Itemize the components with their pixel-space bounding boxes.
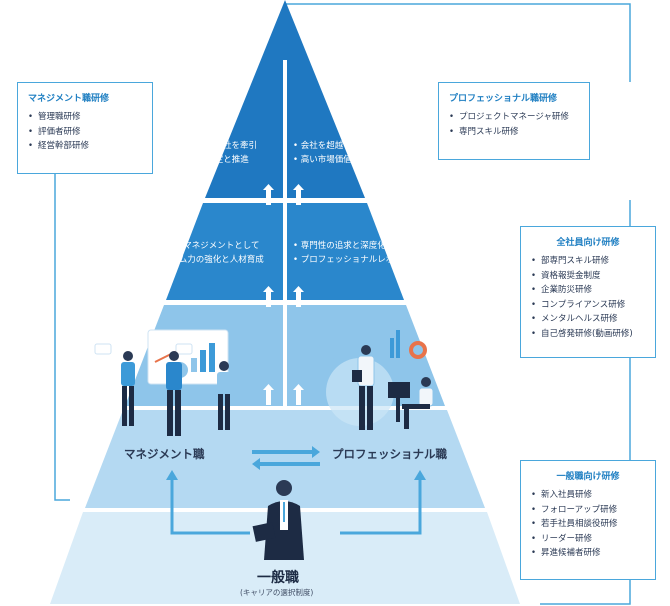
professional-illustration bbox=[319, 330, 434, 430]
professional-item-2: 専門スキル研修 bbox=[449, 125, 579, 140]
all-employee-item-2: 資格報奨金制度 bbox=[531, 269, 645, 284]
general-item-1: 新入社員研修 bbox=[531, 488, 645, 503]
management-item-1: 管理職研修 bbox=[28, 110, 142, 125]
upward-arrows bbox=[263, 184, 304, 405]
frame-lines bbox=[54, 3, 631, 605]
mid-left-text: ミドルマネジメントとして チーム力の強化と人材育成 bbox=[150, 239, 264, 267]
mid-right-line-1: 専門性の追求と深度化 bbox=[293, 239, 411, 253]
management-training-box: マネジメント職研修 管理職研修 評価者研修 経営幹部研修 bbox=[17, 82, 153, 174]
mid-left-line-2: チーム力の強化と人材育成 bbox=[162, 255, 264, 265]
all-employee-item-5: メンタルヘルス研修 bbox=[531, 312, 645, 327]
all-employee-box-title: 全社員向け研修 bbox=[556, 238, 620, 248]
management-item-2: 評価者研修 bbox=[28, 125, 142, 140]
top-right-text: 会社を超越し業界に影響 高い市場価値を発揮 bbox=[293, 139, 395, 167]
general-label: 一般職 bbox=[257, 570, 299, 586]
all-employee-item-6: 自己啓発研修(動画研修) bbox=[531, 327, 645, 342]
exchange-arrows bbox=[252, 446, 320, 470]
all-employee-item-4: コンプライアンス研修 bbox=[531, 298, 645, 313]
top-left-line-1: 経営層として会社を牽引 bbox=[156, 139, 257, 153]
all-employee-training-box: 全社員向け研修 部専門スキル研修 資格報奨金制度 企業防災研修 コンプライアンス… bbox=[520, 226, 656, 358]
general-item-2: フォローアップ研修 bbox=[531, 503, 645, 518]
pyramid-center-divider bbox=[283, 60, 287, 410]
management-item-3: 経営幹部研修 bbox=[28, 139, 142, 154]
career-path-lines bbox=[170, 478, 422, 535]
management-label: マネジメント職 bbox=[124, 447, 205, 461]
professional-box-title: プロフェッショナル職研修 bbox=[449, 94, 558, 104]
mid-left-line-1: ミドルマネジメントとして bbox=[150, 239, 264, 253]
top-right-line-1: 会社を超越し業界に影響 bbox=[293, 139, 395, 153]
top-right-line-2: 高い市場価値を発揮 bbox=[293, 153, 394, 167]
mid-right-text: 専門性の追求と深度化 プロフェッショナルレポート bbox=[293, 239, 412, 267]
management-illustration bbox=[94, 329, 231, 436]
all-employee-item-3: 企業防災研修 bbox=[531, 283, 645, 298]
general-item-4: リーダー研修 bbox=[531, 532, 645, 547]
general-item-3: 若手社員相談役研修 bbox=[531, 517, 645, 532]
general-box-title: 一般職向け研修 bbox=[556, 472, 620, 482]
all-employee-item-1: 部専門スキル研修 bbox=[531, 254, 645, 269]
mid-right-line-2: プロフェッショナルレポート bbox=[293, 253, 412, 267]
top-left-line-2: 事業戦略の策定と推進 bbox=[156, 153, 257, 167]
top-left-text: 経営層として会社を牽引 事業戦略の策定と推進 bbox=[156, 139, 257, 167]
management-box-title: マネジメント職研修 bbox=[28, 94, 110, 104]
professional-item-1: プロジェクトマネージャ研修 bbox=[449, 110, 579, 125]
general-training-box: 一般職向け研修 新入社員研修 フォローアップ研修 若手社員相談役研修 リーダー研… bbox=[520, 460, 656, 580]
professional-training-box: プロフェッショナル職研修 プロジェクトマネージャ研修 専門スキル研修 bbox=[438, 82, 590, 160]
general-item-5: 昇進候補者研修 bbox=[531, 546, 645, 561]
professional-label: プロフェッショナル職 bbox=[332, 447, 447, 461]
general-person-illustration bbox=[252, 480, 304, 560]
pyramid-fourth-tier bbox=[85, 410, 485, 508]
general-sub-label: (キャリアの選択制度) bbox=[240, 588, 314, 597]
